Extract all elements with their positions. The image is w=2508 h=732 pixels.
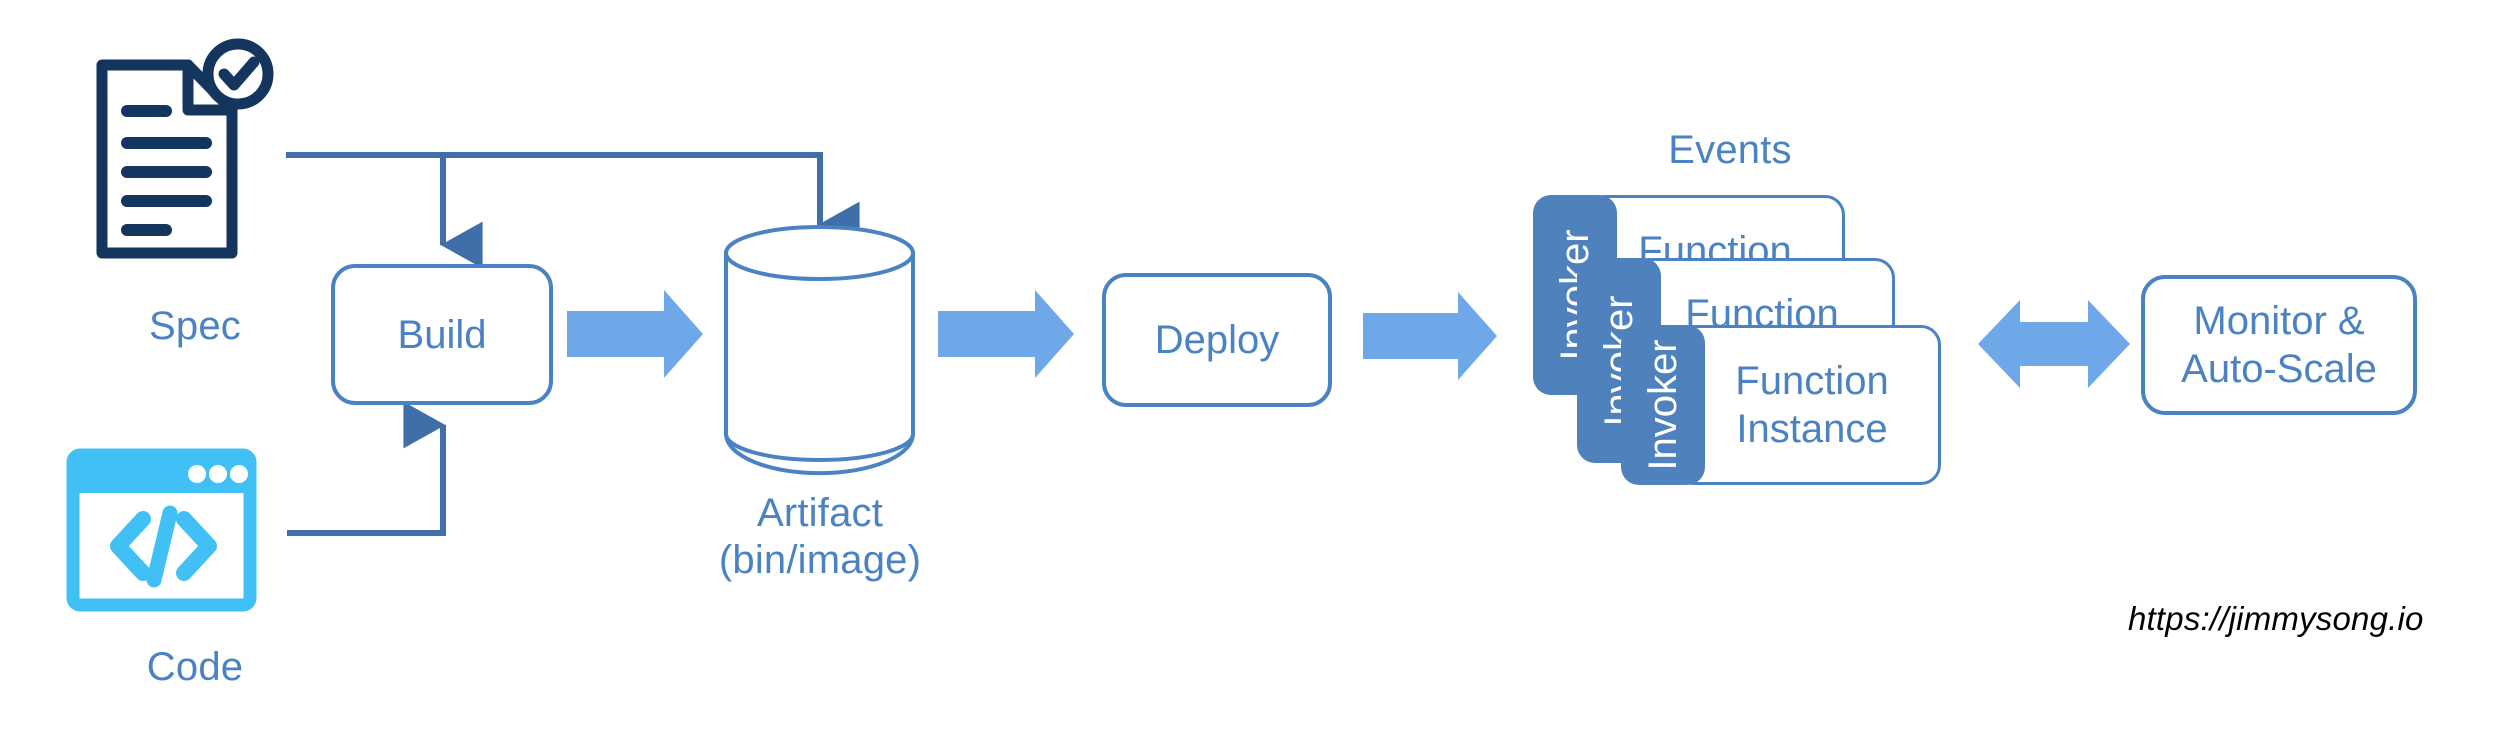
spec-label: Spec xyxy=(149,304,241,348)
build-node[interactable] xyxy=(331,264,553,405)
events-label: Events xyxy=(1668,128,1792,172)
database-cylinder-icon[interactable] xyxy=(724,225,915,476)
invoker-tab-label: Invoker xyxy=(1641,339,1685,471)
thick-arrow-build-to-artifact xyxy=(567,290,703,378)
invoker-tab-front[interactable]: Invoker xyxy=(1621,325,1705,485)
connector-spec-to-artifact xyxy=(443,152,860,249)
thick-arrow-functions-to-monitor xyxy=(1978,300,2130,388)
code-label: Code xyxy=(146,645,244,689)
monitor-node[interactable] xyxy=(2141,275,2417,415)
connector-spec-to-build xyxy=(286,152,483,269)
document-check-icon xyxy=(96,38,274,259)
code-window-icon xyxy=(66,448,257,612)
artifact-label: Artifact (bin/image) xyxy=(718,491,922,583)
connector-code-to-build xyxy=(287,401,446,536)
function-instance-body xyxy=(1673,325,1941,485)
thick-arrow-artifact-to-deploy xyxy=(938,290,1074,378)
deploy-node[interactable] xyxy=(1102,273,1332,407)
thick-arrow-deploy-to-functions xyxy=(1363,292,1497,380)
watermark: https://jimmysong.io xyxy=(2128,600,2424,637)
